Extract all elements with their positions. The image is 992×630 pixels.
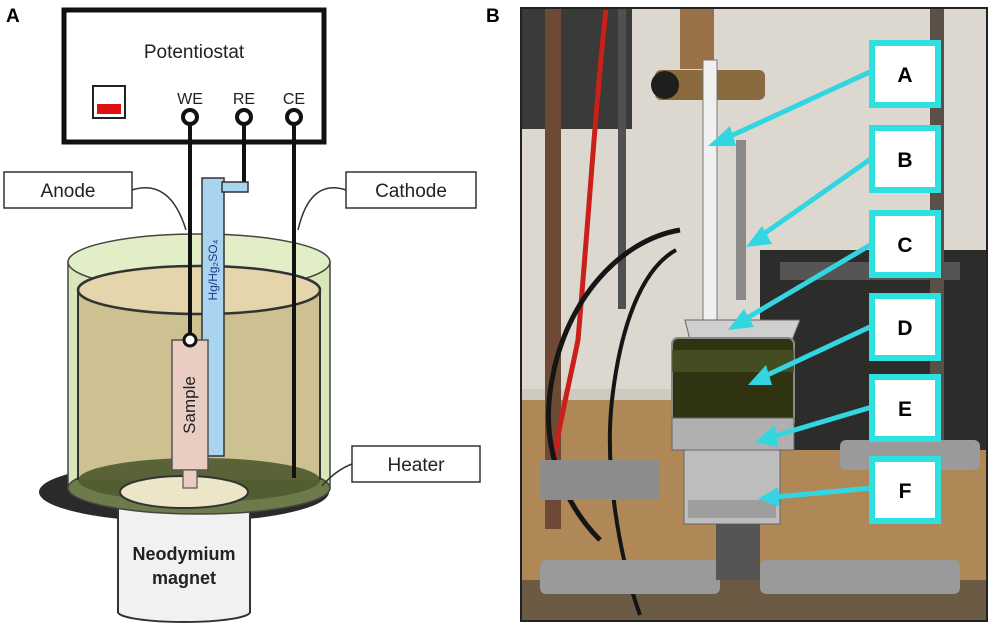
callout-box-d: D <box>869 293 941 361</box>
heater-leader <box>321 463 353 487</box>
callout-label-a: A <box>897 64 912 87</box>
callout-label-b: B <box>897 149 912 172</box>
terminal-we-label: WE <box>177 91 203 108</box>
reference-electrode-label: Hg/Hg₂SO₄ <box>206 239 220 300</box>
terminal-re-post <box>235 108 253 126</box>
panel-b-letter: B <box>486 6 500 27</box>
terminal-we-post <box>181 108 199 126</box>
callout-box-a: A <box>869 40 941 108</box>
arrow-d <box>748 323 874 385</box>
callout-label-d: D <box>897 317 912 340</box>
terminal-re-label: RE <box>233 91 255 108</box>
magnet-label-line2: magnet <box>152 568 216 588</box>
anode-label: Anode <box>41 181 96 202</box>
callout-label-c: C <box>897 234 912 257</box>
meter-icon <box>92 85 126 119</box>
potentiostat-title: Potentiostat <box>144 42 245 63</box>
anode-leader <box>131 187 187 231</box>
panel-a-letter: A <box>6 6 20 27</box>
anode-label-box <box>3 171 133 209</box>
arrow-c <box>728 241 874 330</box>
arrow-a <box>708 68 874 146</box>
arrow-b <box>746 155 874 247</box>
callout-label-f: F <box>899 480 912 503</box>
callout-box-e: E <box>869 374 941 442</box>
panel-b: B <box>486 6 988 622</box>
terminal-ce-post <box>285 108 303 126</box>
heater-label: Heater <box>387 455 445 476</box>
magnet-label-line1: Neodymium <box>132 544 235 564</box>
arrow-e <box>755 404 873 447</box>
sample: Sample <box>171 332 209 489</box>
callout-arrows <box>708 68 874 507</box>
cathode-label-box <box>345 171 477 209</box>
callout-box-c: C <box>869 210 941 278</box>
sample-label: Sample <box>180 376 199 434</box>
callout-box-b: B <box>869 125 941 193</box>
callout-box-f: F <box>869 456 941 524</box>
heater-label-box <box>351 445 481 483</box>
neodymium-magnet: Neodymium magnet <box>117 499 251 623</box>
terminal-ce-label: CE <box>283 91 305 108</box>
cathode-label: Cathode <box>375 181 447 202</box>
arrow-f <box>758 485 873 507</box>
callout-label-e: E <box>898 398 912 421</box>
panel-a: A Potentiostat WE RE CE Neodymium magnet <box>3 6 481 623</box>
cathode-leader <box>297 187 347 231</box>
